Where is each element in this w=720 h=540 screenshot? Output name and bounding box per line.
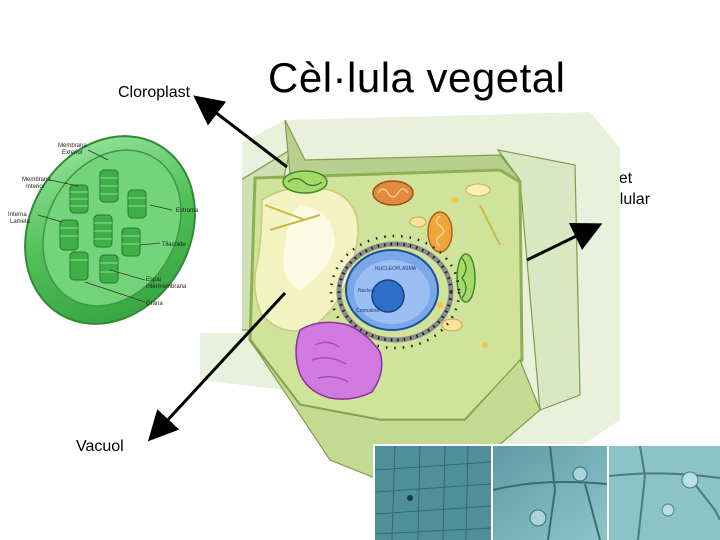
label-nucleoplasma: NUCLEOPLASMA [375,266,417,272]
granum-6 [121,227,141,257]
vacuole-highlight [283,205,335,290]
label-espai-1: Espai [146,277,161,283]
cell-wall-face-top [284,119,522,181]
endoplasmic-reticulum [329,234,461,350]
arrows [147,95,603,442]
label-interna-lamela-1: Interna [8,212,27,218]
cell-wall-face-right [496,149,581,411]
cell-wall-face-bottom [249,339,541,479]
label-tilacoide: Tilacoide [162,242,186,248]
label-nucleol: Nucleol [358,288,375,294]
granum-8 [99,254,119,284]
chloroplast-small-2 [456,253,476,303]
label-espai-2: intermembrana [146,284,187,290]
nucleolus [371,279,405,313]
vesicle-3 [409,216,427,228]
vesicle-1 [465,183,491,197]
arrow-to-vacuol [147,291,287,442]
mitochondrion-1 [372,180,414,206]
label-grana: Grana [146,301,163,307]
arrow-to-cloroplast [193,95,288,169]
granum-7 [69,251,89,281]
label-membrana-exterior-2: Exterior [62,150,83,156]
mitochondrion-2 [427,211,453,253]
label-membrana-exterior-1: Membrana [58,143,87,149]
chloroplast-detail-illustration: Membrana Exterior Membrana Interior Inte… [6,125,242,333]
label-estroma: Estroma [176,208,199,214]
label-vacuol: Vacuol [76,438,124,455]
page-title: Cèl·lula vegetal [268,54,566,101]
granum-3 [127,189,147,219]
granum-4 [59,219,79,251]
label-membrana-interior-2: Interior [26,184,45,190]
arrow-to-paret-cellular [526,222,603,262]
label-cromatina: Cromatina [356,308,379,314]
label-interna-lamela-2: Lamela [10,219,30,225]
plant-cell-illustration: NUCLEOPLASMA Nucleol Cromatina [199,112,620,479]
micrograph-strip [373,444,720,540]
label-membrana-interior-1: Membrana [22,177,51,183]
micrograph-3 [609,446,720,540]
vesicle-2 [441,318,463,332]
label-cloroplast: Cloroplast [118,84,191,101]
chloroplast-small-1 [282,170,328,194]
